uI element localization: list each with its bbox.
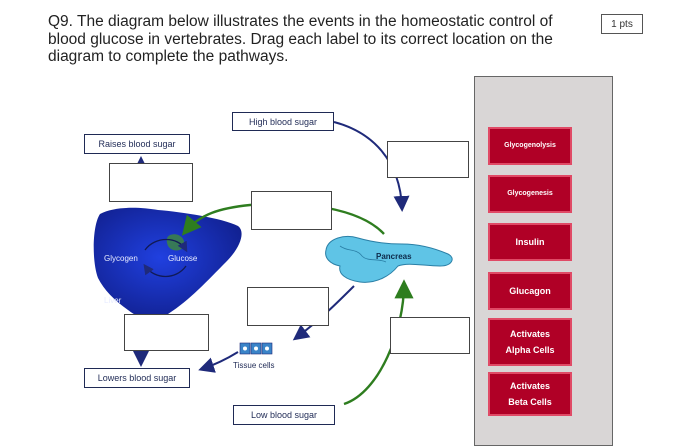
drop-target-tissue[interactable] — [247, 287, 329, 326]
drag-label-insulin[interactable]: Insulin — [488, 223, 572, 261]
drag-label-line-1: Activates — [509, 329, 551, 339]
pancreas-label: Pancreas — [376, 252, 412, 261]
glycogen-label: Glycogen — [104, 254, 138, 263]
drag-label-glycogenesis[interactable]: Glycogenesis — [488, 175, 572, 213]
drag-label-text: Glucagon — [509, 286, 551, 296]
question-line-3: diagram to complete the pathways. — [48, 48, 289, 65]
drag-label-glucagon[interactable]: Glucagon — [488, 272, 572, 310]
drag-label-text: Glycogenolysis — [504, 142, 556, 149]
cycle-arrow-top — [144, 238, 188, 253]
drag-label-line-1: Activates — [509, 381, 551, 391]
question-line-2: blood glucose in vertebrates. Drag each … — [48, 30, 553, 48]
liver-shape — [93, 207, 242, 319]
drop-target-lowers[interactable] — [124, 314, 209, 351]
drag-label-line-2: Alpha Cells — [505, 345, 555, 355]
drop-target-green-top[interactable] — [251, 191, 332, 230]
raises-blood-sugar-label: Raises blood sugar — [84, 134, 190, 154]
arrow-high-to-pancreas — [333, 121, 410, 212]
drop-target-pancreas-top[interactable] — [387, 141, 469, 178]
glucose-label: Glucose — [168, 254, 198, 263]
question-text: Q9. The diagram below illustrates the ev… — [48, 13, 588, 66]
high-blood-sugar-label: High blood sugar — [232, 112, 334, 131]
arrow-tissue-to-lowers — [198, 351, 239, 373]
pancreas-shape — [325, 236, 453, 283]
arrow-low-to-pancreas — [343, 279, 414, 406]
liver-label: Liver — [104, 296, 122, 305]
drag-label-activates-beta-cells[interactable]: Activates Beta Cells — [488, 372, 572, 416]
drag-label-text: Insulin — [515, 237, 545, 247]
cycle-arrow-bottom — [143, 263, 187, 278]
drag-label-line-2: Beta Cells — [508, 397, 552, 407]
tissue-cells-shape — [239, 342, 273, 355]
drag-label-activates-alpha-cells[interactable]: Activates Alpha Cells — [488, 318, 572, 366]
drop-target-pancreas-bottom[interactable] — [390, 317, 470, 354]
drop-target-raises[interactable] — [109, 163, 193, 202]
points-badge: 1 pts — [601, 14, 643, 34]
drag-label-glycogenolysis[interactable]: Glycogenolysis — [488, 127, 572, 165]
question-line-1: Q9. The diagram below illustrates the ev… — [48, 13, 553, 30]
drag-label-text: Glycogenesis — [507, 190, 553, 197]
tissue-cells-label: Tissue cells — [233, 361, 275, 370]
low-blood-sugar-label: Low blood sugar — [233, 405, 335, 425]
lowers-blood-sugar-label: Lowers blood sugar — [84, 368, 190, 388]
